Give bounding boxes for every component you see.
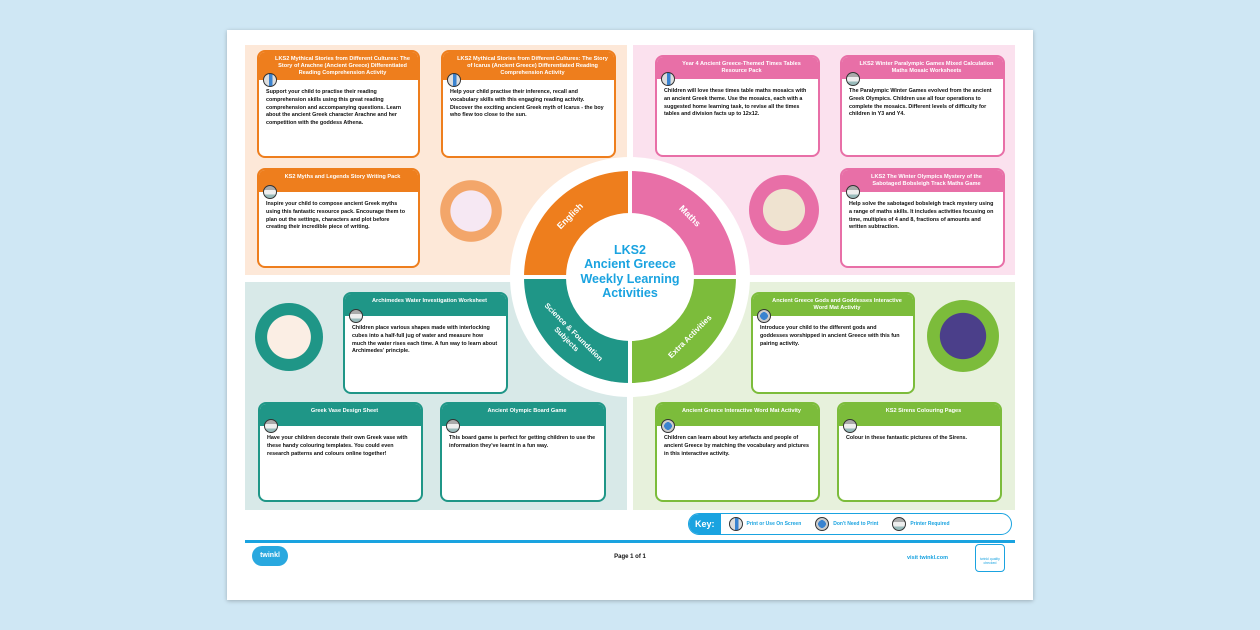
printer-icon bbox=[846, 185, 860, 199]
card-title: Greek Vase Design Sheet bbox=[260, 404, 421, 426]
printer-icon bbox=[349, 309, 363, 323]
center-title: LKS2 Ancient Greece Weekly Learning Acti… bbox=[557, 243, 703, 301]
tablet-icon bbox=[447, 72, 461, 87]
resource-thumbnail bbox=[435, 175, 507, 247]
tablet-icon bbox=[728, 517, 743, 531]
printer-icon bbox=[846, 72, 860, 86]
card-description: Children will love these times table mat… bbox=[664, 88, 807, 118]
card-title: KS2 Myths and Legends Story Writing Pack bbox=[259, 170, 418, 192]
website-link[interactable]: visit twinkl.com bbox=[907, 555, 948, 561]
computer-icon bbox=[815, 517, 830, 531]
resource-thumbnail bbox=[255, 303, 323, 371]
key-item: Printer Required bbox=[910, 521, 950, 527]
resource-card[interactable]: LKS2 Mythical Stories from Different Cul… bbox=[441, 50, 616, 158]
card-description: This board game is perfect for getting c… bbox=[449, 435, 596, 449]
card-title: LKS2 Mythical Stories from Different Cul… bbox=[259, 52, 418, 80]
printer-icon bbox=[892, 517, 907, 531]
card-title: Ancient Greece Gods and Goddesses Intera… bbox=[753, 294, 913, 316]
card-title: Ancient Greece Interactive Word Mat Acti… bbox=[657, 404, 818, 426]
science-segment bbox=[524, 277, 630, 383]
card-description: The Paralympic Winter Games evolved from… bbox=[849, 88, 992, 118]
resource-card[interactable]: LKS2 The Winter Olympics Mystery of the … bbox=[840, 168, 1005, 268]
printer-icon bbox=[843, 419, 857, 433]
resource-thumbnail bbox=[927, 300, 999, 372]
card-description: Children place various shapes made with … bbox=[352, 325, 498, 355]
quality-badge: twinkl quality checked bbox=[975, 544, 1005, 572]
document-page: English Maths Extra Activities Science &… bbox=[227, 30, 1033, 600]
computer-icon bbox=[757, 309, 771, 323]
card-description: Support your child to practise their rea… bbox=[266, 88, 402, 127]
tablet-icon bbox=[263, 72, 277, 87]
card-description: Introduce your child to the different go… bbox=[760, 325, 900, 347]
card-title: Archimedes Water Investigation Worksheet bbox=[345, 294, 506, 316]
printer-icon bbox=[264, 419, 278, 433]
printer-icon bbox=[263, 185, 277, 199]
resource-card[interactable]: Year 4 Ancient Greece-Themed Times Table… bbox=[655, 55, 820, 157]
key-item: Don't Need to Print bbox=[833, 521, 879, 527]
resource-card[interactable]: KS2 Myths and Legends Story Writing Pack… bbox=[257, 168, 420, 268]
extra-segment bbox=[630, 277, 736, 383]
title-line: Ancient Greece bbox=[584, 257, 676, 272]
english-segment bbox=[524, 171, 630, 277]
key-label: Key: bbox=[689, 514, 721, 534]
card-description: Children can learn about key artefacts a… bbox=[664, 435, 809, 457]
card-description: Inspire your child to compose ancient Gr… bbox=[266, 201, 405, 231]
maths-segment bbox=[630, 171, 736, 277]
computer-icon bbox=[661, 419, 675, 433]
twinkl-logo: twinkl bbox=[252, 546, 288, 566]
resource-card[interactable]: LKS2 Mythical Stories from Different Cul… bbox=[257, 50, 420, 158]
card-title: LKS2 The Winter Olympics Mystery of the … bbox=[842, 170, 1003, 192]
resource-card[interactable]: LKS2 Winter Paralympic Games Mixed Calcu… bbox=[840, 55, 1005, 157]
card-title: Ancient Olympic Board Game bbox=[442, 404, 604, 426]
tablet-icon bbox=[661, 72, 675, 86]
card-title: LKS2 Mythical Stories from Different Cul… bbox=[443, 52, 614, 80]
page-number: Page 1 of 1 bbox=[614, 554, 646, 560]
printer-icon bbox=[446, 419, 460, 433]
card-title: LKS2 Winter Paralympic Games Mixed Calcu… bbox=[842, 57, 1003, 79]
card-title: Year 4 Ancient Greece-Themed Times Table… bbox=[657, 57, 818, 79]
key-item: Print or Use On Screen bbox=[746, 521, 802, 527]
card-description: Colour in these fantastic pictures of th… bbox=[846, 435, 968, 441]
resource-card[interactable]: Ancient Greece Gods and Goddesses Intera… bbox=[751, 292, 915, 394]
resource-thumbnail bbox=[749, 175, 819, 245]
title-line: Activities bbox=[602, 286, 658, 301]
card-title: KS2 Sirens Colouring Pages bbox=[839, 404, 1000, 426]
footer-divider bbox=[245, 540, 1015, 543]
resource-card[interactable]: Archimedes Water Investigation Worksheet… bbox=[343, 292, 508, 394]
resource-card[interactable]: Ancient Greece Interactive Word Mat Acti… bbox=[655, 402, 820, 502]
card-description: Help your child practise their inference… bbox=[450, 88, 604, 119]
title-line: Weekly Learning bbox=[580, 271, 680, 286]
card-description: Help solve the sabotaged bobsleigh track… bbox=[849, 201, 994, 231]
card-description: Have your children decorate their own Gr… bbox=[267, 435, 408, 457]
key-legend: Key: Print or Use On Screen Don't Need t… bbox=[688, 513, 1012, 535]
subject-wheel bbox=[510, 157, 750, 397]
title-line: LKS2 bbox=[614, 243, 646, 257]
